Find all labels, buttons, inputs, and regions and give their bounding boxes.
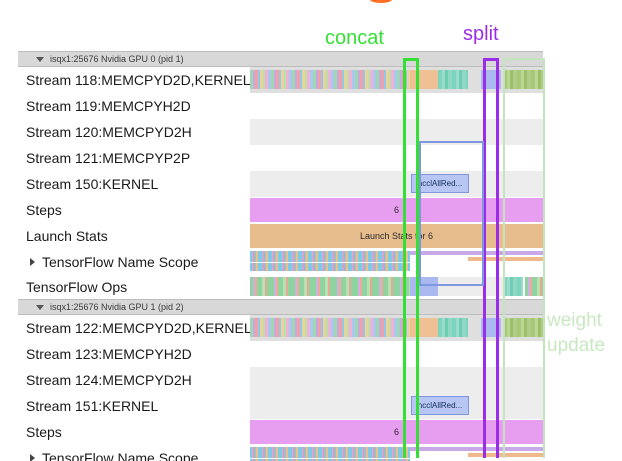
timeline-bar[interactable] [250,318,410,337]
timeline-bar-label: ncclAllRed... [417,179,463,188]
timeline-row[interactable]: Steps 6 [18,197,543,223]
row-track[interactable] [250,341,543,367]
timeline-bar[interactable]: Launch Stats for 6 [250,224,543,248]
timeline-bar[interactable] [410,318,438,337]
timeline-row-label: Stream 121:MEMCPYP2P [18,150,250,166]
timeline-row[interactable]: Stream 118:MEMCPYD2D,KERNEL,ME [18,67,543,93]
chevron-right-icon[interactable] [30,258,35,266]
row-track[interactable] [250,445,543,461]
timeline-row[interactable]: Stream 122:MEMCPYD2D,KERNEL,MI [18,315,543,341]
timeline-row-label: TensorFlow Name Scope [18,450,250,461]
timeline-bar[interactable] [410,447,543,451]
group-header-label: isqx1:25676 Nvidia GPU 0 (pid 1) [50,54,184,64]
timeline-bar-label: Launch Stats for 6 [359,231,434,241]
timeline-bar-label: ncclAllRed... [417,401,463,410]
timeline-row[interactable]: Launch Stats Launch Stats for 6 [18,223,543,249]
timeline-bar[interactable] [410,70,438,89]
timeline-row-label: Stream 120:MEMCPYD2H [18,124,250,140]
timeline-bar[interactable] [250,459,410,461]
row-track[interactable] [250,249,543,275]
timeline-row-label: Stream 150:KERNEL [18,176,250,192]
annotation-weight-update: weight update [547,308,605,358]
timeline-bar[interactable] [410,277,438,296]
annotation-split: split [463,23,499,45]
timeline-row-label: Steps [18,202,250,218]
timeline-bar[interactable]: ncclAllRed... [411,174,469,193]
timeline-row[interactable]: Stream 124:MEMCPYD2H [18,367,543,393]
timeline-bar[interactable] [468,257,543,261]
row-track[interactable]: ncclAllRed... [250,393,543,419]
timeline-bar[interactable] [250,263,410,271]
timeline-bar[interactable] [438,70,468,89]
timeline-bar[interactable]: 6 [250,198,543,222]
timeline-row-label: Stream 119:MEMCPYH2D [18,98,250,114]
timeline-row-label: Stream 122:MEMCPYD2D,KERNEL,MI [18,320,250,336]
timeline-row[interactable]: Steps 6 [18,419,543,445]
timeline-row[interactable]: TensorFlow Name Scope [18,249,543,275]
timeline-bar[interactable]: ncclAllRed... [411,396,469,415]
timeline-bar[interactable] [410,251,543,255]
timeline-row[interactable]: Stream 120:MEMCPYD2H [18,119,543,145]
timeline-row[interactable]: Stream 119:MEMCPYH2D [18,93,543,119]
group-header-label: isqx1:25676 Nvidia GPU 1 (pid 2) [50,302,184,312]
row-track[interactable]: ncclAllRed... [250,171,543,197]
timeline-row-label: Stream 151:KERNEL [18,398,250,414]
trace-timeline-panel[interactable]: isqx1:25676 Nvidia GPU 0 (pid 1) Stream 1… [18,51,543,461]
chevron-down-icon[interactable] [36,56,44,62]
timeline-row-label: Stream 124:MEMCPYD2H [18,372,250,388]
timeline-row[interactable]: Stream 121:MEMCPYP2P [18,145,543,171]
row-track[interactable]: Launch Stats for 6 [250,223,543,249]
row-track[interactable] [250,315,543,341]
timeline-bar[interactable] [481,70,501,89]
timeline-bar[interactable] [438,318,468,337]
row-track[interactable] [250,67,543,93]
timeline-bar[interactable] [250,251,410,262]
row-track[interactable] [250,119,543,145]
timeline-bar-label: 6 [393,205,399,215]
row-track[interactable]: 6 [250,419,543,445]
timeline-row-label: Launch Stats [18,228,250,244]
annotation-weight-line1: weight [547,310,602,331]
row-track[interactable] [250,93,543,119]
timeline-bar[interactable] [481,318,501,337]
timeline-bar[interactable] [503,318,543,337]
timeline-row[interactable]: Stream 123:MEMCPYH2D [18,341,543,367]
orange-marker-clipped [370,0,392,3]
timeline-row-label: TensorFlow Name Scope [18,254,250,270]
timeline-bar[interactable] [250,70,410,89]
timeline-row[interactable]: Stream 151:KERNEL ncclAllRed... [18,393,543,419]
annotation-concat: concat [325,27,384,49]
timeline-row[interactable]: TensorFlow Name Scope [18,445,543,461]
chevron-down-icon[interactable] [36,304,44,310]
row-track[interactable] [250,367,543,393]
timeline-bar[interactable] [250,277,410,296]
timeline-row-label: Steps [18,424,250,440]
row-track[interactable] [250,275,543,299]
group-header[interactable]: isqx1:25676 Nvidia GPU 0 (pid 1) [18,51,543,67]
timeline-row-label: Stream 123:MEMCPYH2D [18,346,250,362]
timeline-bar[interactable] [438,277,503,296]
timeline-bar[interactable] [468,453,543,457]
row-track[interactable]: 6 [250,197,543,223]
timeline-bar-label: 6 [393,427,399,437]
timeline-bar[interactable]: 6 [250,420,543,444]
timeline-row[interactable]: Stream 150:KERNEL ncclAllRed... [18,171,543,197]
timeline-row-label: Stream 118:MEMCPYD2D,KERNEL,ME [18,72,250,88]
annotation-weight-line2: update [547,335,606,356]
row-track[interactable] [250,145,543,171]
timeline-bar[interactable] [525,277,543,296]
timeline-row-label: TensorFlow Ops [18,279,250,295]
timeline-bar[interactable] [503,277,523,296]
timeline-bar[interactable] [503,70,543,89]
timeline-row[interactable]: TensorFlow Ops [18,275,543,299]
timeline-bar[interactable] [250,447,410,458]
group-header[interactable]: isqx1:25676 Nvidia GPU 1 (pid 2) [18,299,543,315]
chevron-right-icon[interactable] [30,454,35,461]
